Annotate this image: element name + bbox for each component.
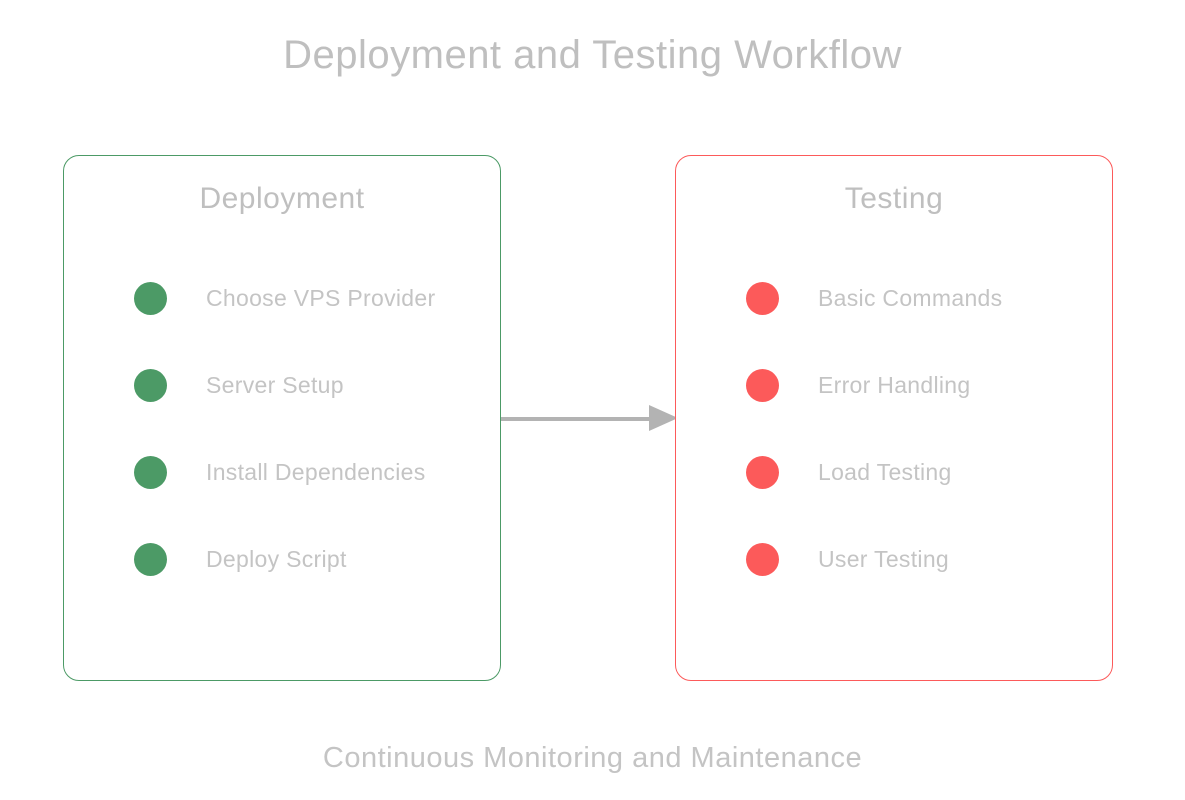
testing-step-row: Load Testing [676,456,1112,489]
arrow-shaft [501,416,651,421]
red-dot-icon [746,456,779,489]
testing-step-row: User Testing [676,543,1112,576]
deployment-step-row: Server Setup [64,369,500,402]
testing-box-title: Testing [844,182,944,215]
red-dot-icon [746,369,779,402]
deployment-box: Deployment Choose VPS Provider Server Se… [63,155,501,681]
step-label: Deploy Script [206,546,347,572]
step-label: Server Setup [206,372,344,398]
deployment-step-row: Deploy Script [64,543,500,576]
green-dot-icon [134,369,167,402]
step-label: Error Handling [818,372,971,398]
deployment-step-row: Install Dependencies [64,456,500,489]
step-label: User Testing [818,546,950,572]
flow-arrow-icon [501,405,678,432]
step-label: Load Testing [818,459,952,485]
red-dot-icon [746,543,779,576]
red-dot-icon [746,282,779,315]
testing-step-row: Basic Commands [676,282,1112,315]
diagram-title: Deployment and Testing Workflow [283,33,902,77]
step-label: Basic Commands [818,285,1003,311]
step-label: Install Dependencies [206,459,426,485]
deployment-step-row: Choose VPS Provider [64,282,500,315]
testing-step-row: Error Handling [676,369,1112,402]
deployment-box-title: Deployment [199,182,365,215]
green-dot-icon [134,282,167,315]
green-dot-icon [134,543,167,576]
step-label: Choose VPS Provider [206,285,436,311]
footer-caption: Continuous Monitoring and Maintenance [322,742,863,774]
arrow-head [649,405,678,431]
testing-box: Testing Basic Commands Error Handling Lo… [675,155,1113,681]
green-dot-icon [134,456,167,489]
